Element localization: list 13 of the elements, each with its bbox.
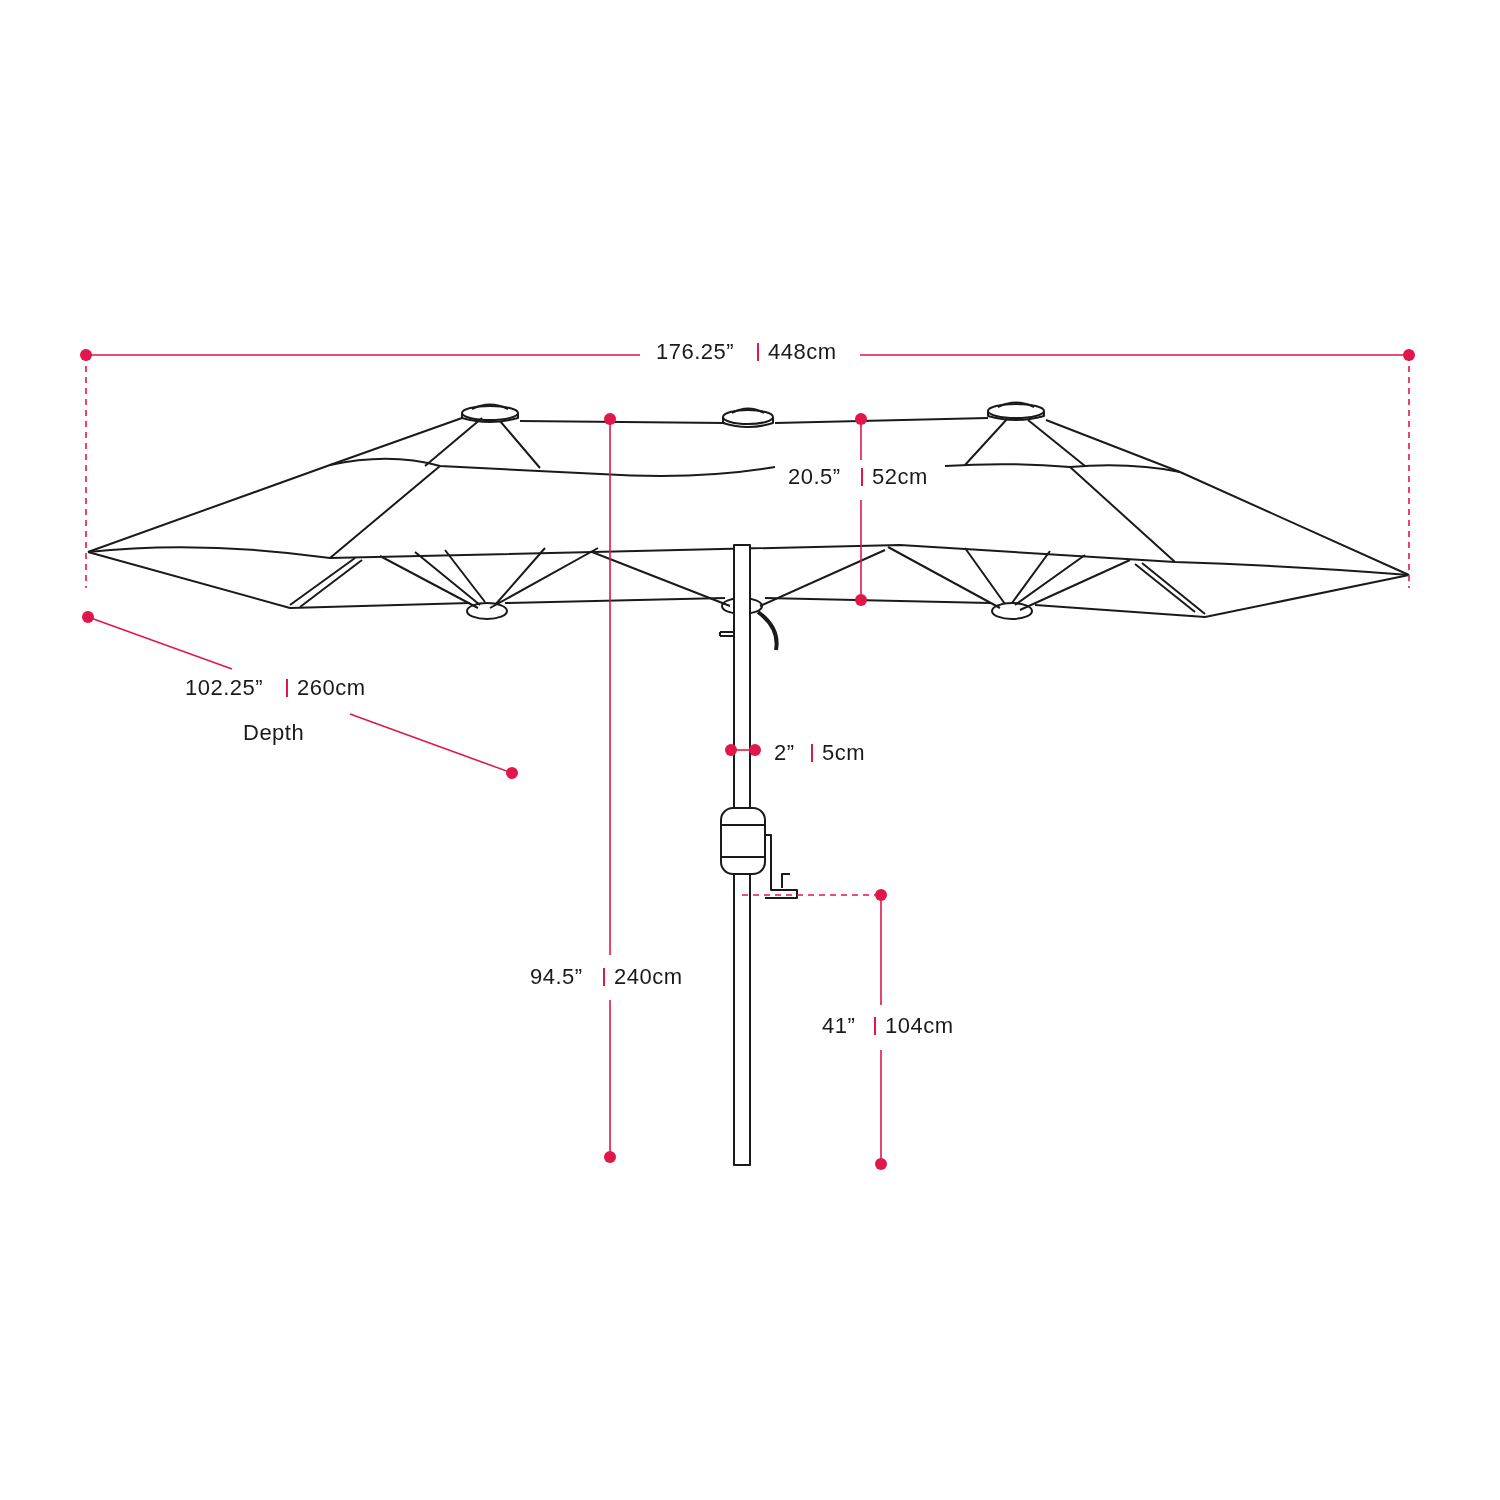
dimension-label: 104cm (885, 1015, 954, 1037)
dimension-label: 448cm (768, 341, 837, 363)
dimension-label: 260cm (297, 677, 366, 699)
dimension-label: 94.5” (530, 966, 583, 988)
dimension-label: 41” (822, 1015, 856, 1037)
dimension-label: 52cm (872, 466, 928, 488)
dimension-label: 176.25” (656, 341, 735, 363)
dimension-label: 2” (774, 742, 795, 764)
dimension-label: 20.5” (788, 466, 841, 488)
dimension-label: 5cm (822, 742, 866, 764)
dimension-label: 102.25” (185, 677, 264, 699)
dimension-label: Depth (243, 722, 305, 744)
dimension-label: 240cm (614, 966, 683, 988)
